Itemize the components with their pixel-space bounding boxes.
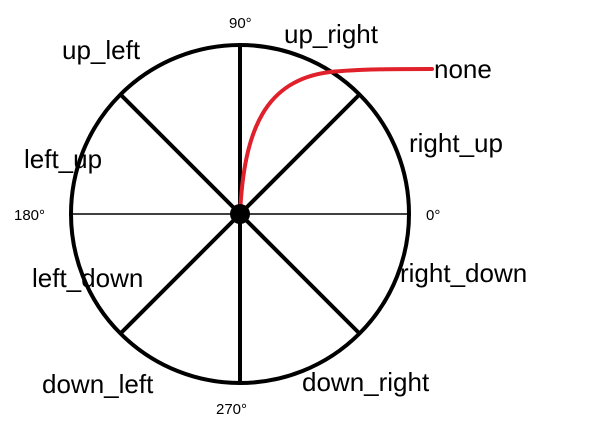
spoke-upper-left (119, 93, 242, 216)
degree-label-270: 270° (216, 401, 247, 418)
label-left-up: left_up (24, 144, 102, 174)
spoke-upper-right (238, 93, 361, 216)
degree-label-0: 0° (426, 207, 440, 224)
spoke-lower-right (238, 212, 361, 335)
label-right-down: right_down (400, 258, 527, 288)
label-right-up: right_up (409, 128, 503, 158)
label-curve-none: none (434, 54, 492, 84)
degree-label-90: 90° (229, 15, 252, 32)
label-down-left: down_left (42, 369, 154, 399)
label-left-down: left_down (32, 263, 143, 293)
label-up-right: up_right (284, 19, 379, 49)
red-curve (238, 67, 434, 216)
spoke-lower-left (119, 212, 242, 335)
center-dot (230, 204, 250, 224)
label-up-left: up_left (62, 35, 141, 65)
label-down-right: down_right (302, 367, 430, 397)
degree-label-180: 180° (14, 207, 45, 224)
